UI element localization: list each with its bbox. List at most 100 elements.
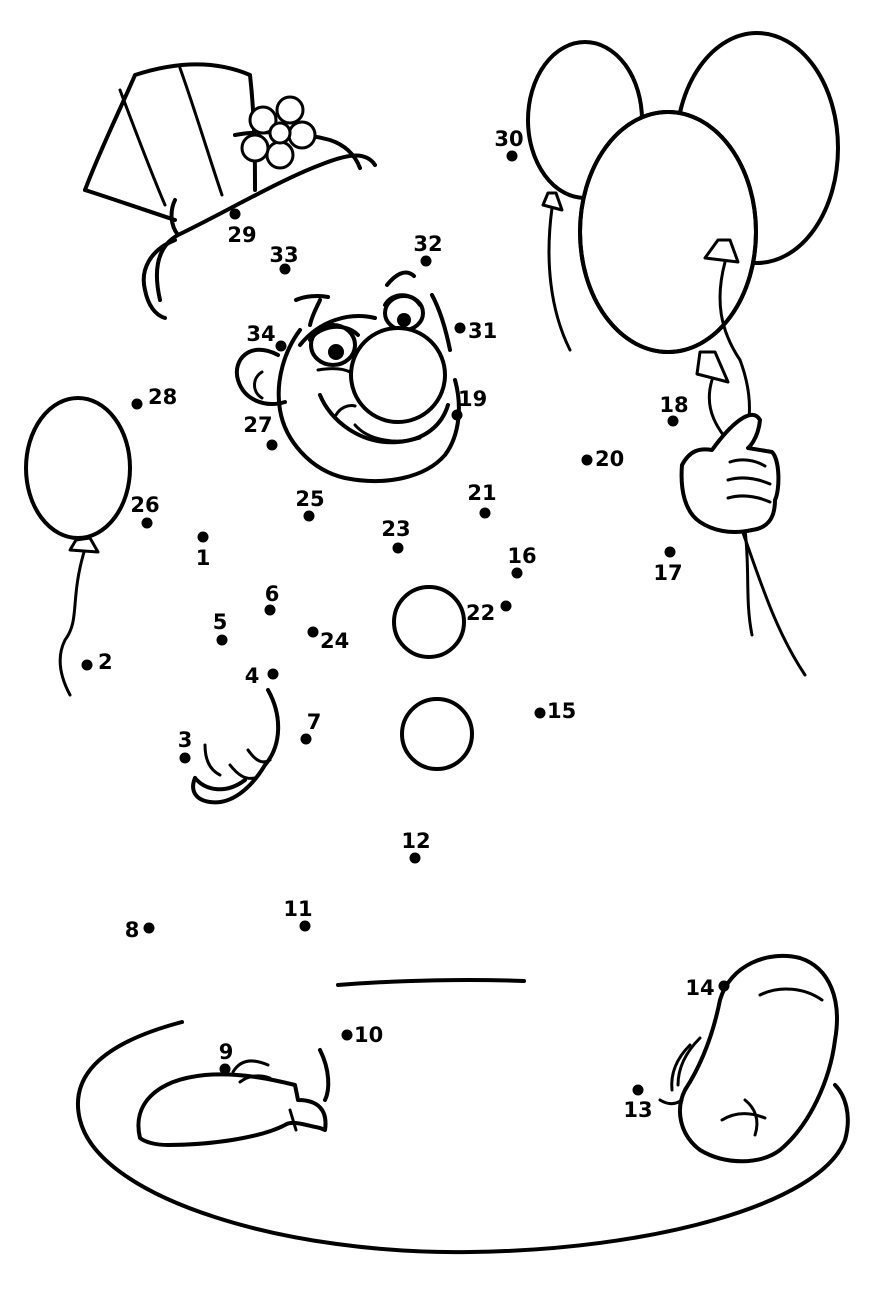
dot-10: 10	[341, 1023, 383, 1047]
dot-number-label: 3	[178, 728, 193, 752]
dot-33: 33	[269, 243, 299, 275]
dot-marker	[179, 752, 191, 764]
dot-marker	[511, 567, 523, 579]
dot-22: 22	[466, 600, 512, 625]
dot-8: 8	[125, 918, 155, 942]
dot-marker	[451, 409, 463, 421]
dot-27: 27	[243, 413, 278, 451]
dot-marker	[506, 150, 518, 162]
dot-marker	[303, 510, 315, 522]
dot-17: 17	[653, 546, 683, 585]
dot-marker	[131, 398, 143, 410]
dot-number-label: 32	[413, 232, 442, 256]
right-shoe	[658, 953, 839, 1164]
dot-marker	[454, 322, 466, 334]
dot-marker	[667, 415, 679, 427]
dot-9: 9	[219, 1040, 234, 1075]
dot-5: 5	[213, 610, 228, 646]
dot-31: 31	[454, 319, 497, 343]
dot-number-label: 17	[653, 561, 682, 585]
dot-marker	[141, 517, 153, 529]
dot-number-label: 20	[595, 447, 624, 471]
dot-number-label: 25	[295, 487, 324, 511]
dot-marker	[229, 208, 241, 220]
dot-number-label: 13	[623, 1098, 652, 1122]
dot-marker	[420, 255, 432, 267]
dot-21: 21	[467, 481, 497, 519]
dot-marker	[143, 922, 155, 934]
dot-19: 19	[451, 387, 487, 421]
dot-marker	[299, 920, 311, 932]
dot-number-label: 9	[219, 1040, 234, 1064]
dot-number-label: 14	[685, 976, 714, 1000]
dot-3: 3	[178, 728, 193, 764]
dot-marker	[219, 1063, 231, 1075]
left-hand	[191, 688, 281, 805]
dot-number-label: 27	[243, 413, 272, 437]
dot-13: 13	[623, 1084, 653, 1122]
dot-marker	[718, 980, 730, 992]
dot-2: 2	[81, 650, 113, 674]
dot-number-label: 34	[246, 322, 275, 346]
dot-number-label: 24	[320, 629, 349, 653]
dot-23: 23	[381, 517, 411, 554]
dot-marker	[264, 604, 276, 616]
dot-marker	[664, 546, 676, 558]
dot-marker	[392, 542, 404, 554]
dot-marker	[266, 439, 278, 451]
dot-marker	[534, 707, 546, 719]
dot-number-label: 18	[659, 393, 688, 417]
dot-number-label: 30	[494, 127, 523, 151]
right-hand	[679, 412, 781, 534]
dot-number-label: 12	[401, 829, 430, 853]
dot-marker	[581, 454, 593, 466]
dot-marker	[197, 531, 209, 543]
dot-25: 25	[295, 487, 325, 522]
dot-number-label: 21	[467, 481, 496, 505]
hat-flower-icon	[240, 95, 317, 170]
numbered-dots: 1234567891011121314151617181920212223242…	[81, 127, 730, 1122]
dot-number-label: 26	[130, 493, 159, 517]
dot-number-label: 31	[468, 319, 497, 343]
dot-marker	[275, 340, 287, 352]
clown-head	[234, 270, 461, 483]
dot-number-label: 8	[125, 918, 140, 942]
dot-4: 4	[245, 664, 279, 688]
dot-number-label: 6	[265, 582, 280, 606]
dot-marker	[632, 1084, 644, 1096]
dot-6: 6	[264, 582, 280, 616]
dot-number-label: 19	[458, 387, 487, 411]
dot-26: 26	[130, 493, 160, 529]
dot-16: 16	[507, 544, 537, 579]
dot-marker	[279, 263, 291, 275]
dot-number-label: 5	[213, 610, 228, 634]
dot-number-label: 11	[283, 897, 312, 921]
dot-14: 14	[685, 976, 730, 1000]
dot-7: 7	[300, 710, 321, 745]
dot-32: 32	[413, 232, 443, 267]
dot-20: 20	[581, 447, 624, 471]
dot-marker	[479, 507, 491, 519]
dot-29: 29	[227, 208, 257, 247]
dot-marker	[307, 626, 319, 638]
dot-number-label: 23	[381, 517, 410, 541]
balloon-small	[24, 396, 132, 697]
dot-15: 15	[534, 699, 576, 723]
dot-30: 30	[494, 127, 524, 162]
dot-marker	[216, 634, 228, 646]
dot-marker	[267, 668, 279, 680]
dot-number-label: 2	[98, 650, 113, 674]
dot-number-label: 4	[245, 664, 260, 688]
dot-marker	[409, 852, 421, 864]
dot-marker	[300, 733, 312, 745]
dot-marker	[81, 659, 93, 671]
dot-marker	[500, 600, 512, 612]
dot-24: 24	[307, 626, 349, 653]
dot-number-label: 15	[547, 699, 576, 723]
dot-28: 28	[131, 385, 177, 410]
ground-oval	[75, 978, 850, 1255]
costume-buttons	[392, 585, 474, 771]
top-hat	[83, 62, 377, 320]
dot-11: 11	[283, 897, 313, 932]
